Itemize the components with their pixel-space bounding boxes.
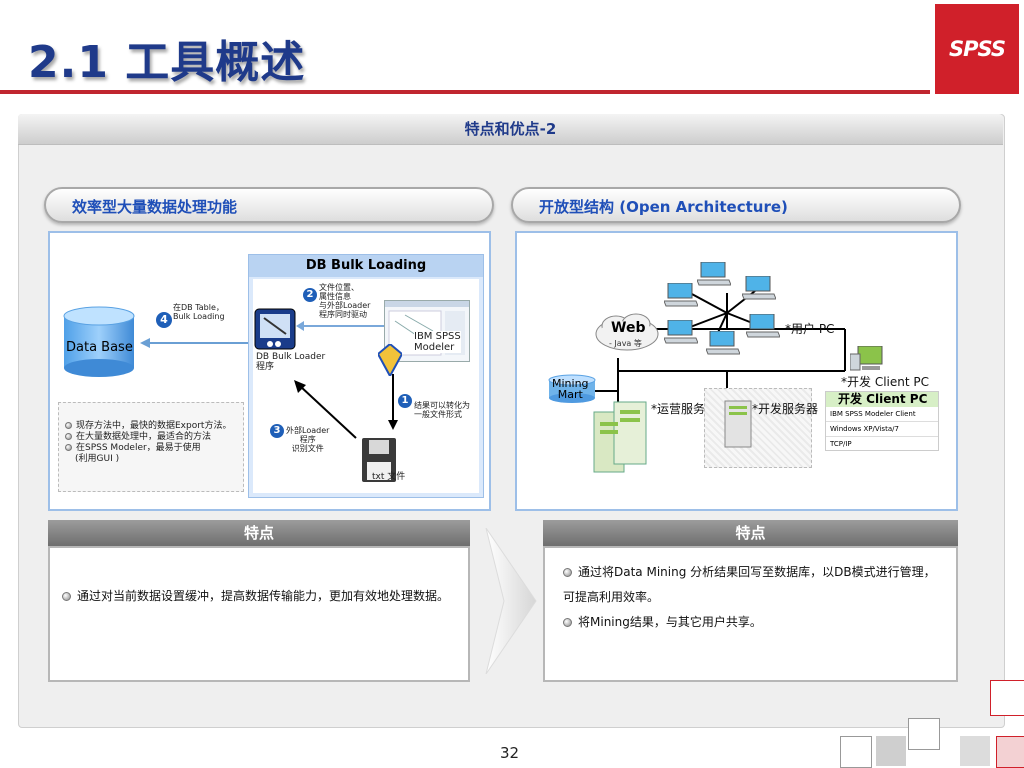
dev-client-spec-box: 开发 Client PC IBM SPSS Modeler Client Win… — [825, 391, 939, 451]
page-number: 32 — [500, 744, 520, 762]
decor-square — [908, 718, 940, 750]
decor-square — [990, 680, 1024, 716]
txt-file-disk-icon — [362, 438, 396, 482]
bulk-loader-icon — [254, 308, 296, 350]
decor-square — [996, 736, 1024, 768]
mining-mart-icon — [548, 374, 596, 404]
arrow-modeler-to-txt — [386, 374, 400, 430]
user-pc-label: *用户 PC — [785, 322, 835, 336]
step-2-label: 文件位置、 属性信息 与外部Loader 程序同时驱动 — [319, 283, 371, 319]
bullet-text: 将Mining结果，与其它用户共享。 — [578, 615, 762, 629]
mining-mart-label: Mining Mart — [552, 377, 589, 401]
step-1-label: 结果可以转化为 一般文件形式 — [414, 401, 470, 419]
modeler-label: IBM SPSS Modeler — [414, 331, 461, 353]
laptop-icon — [663, 282, 699, 311]
note-text: 在大量数据处理中，最适合的方法 — [76, 432, 212, 442]
decor-square — [960, 736, 990, 766]
bullet-text: 通过对当前数据设置缓冲，提高数据传输能力，更加有效地处理数据。 — [77, 589, 450, 603]
notes-box: 现存方法中，最快的数据Export方法。 在大量数据处理中，最适合的方法 在SP… — [58, 402, 244, 492]
web-sub-label: - Java 等 — [609, 339, 642, 348]
db-bulk-loading-title: DB Bulk Loading — [249, 255, 483, 277]
dev-client-pc-label: *开发 Client PC — [841, 375, 929, 389]
step-4-label: 在DB Table， Bulk Loading — [173, 303, 225, 321]
right-feature-bullet: 将Mining结果，与其它用户共享。 — [563, 610, 946, 635]
laptop-icon — [696, 261, 732, 290]
ops-server-icon — [586, 398, 652, 476]
arrow-txt-to-loader — [292, 380, 358, 440]
right-feature-bullet: 通过将Data Mining 分析结果回写至数据库，以DB模式进行管理，可提高利… — [563, 560, 946, 610]
arrow-modeler-to-loader — [296, 318, 386, 334]
dev-client-pc-icon — [849, 345, 886, 376]
right-feature-body: 通过将Data Mining 分析结果回写至数据库，以DB模式进行管理，可提高利… — [543, 546, 958, 682]
note-text: 在SPSS Modeler，最易于使用 — [76, 443, 201, 453]
title-rule — [0, 90, 930, 94]
web-cloud-icon — [594, 312, 660, 352]
bullet-text: 通过将Data Mining 分析结果回写至数据库，以DB模式进行管理，可提高利… — [563, 565, 936, 604]
dev-client-spec-row: IBM SPSS Modeler Client — [826, 407, 938, 422]
left-feature-bullet: 通过对当前数据设置缓冲，提高数据传输能力，更加有效地处理数据。 — [62, 584, 456, 609]
spss-logo: SPSS — [935, 4, 1019, 94]
right-section-title: 开放型结构 (Open Architecture) — [511, 187, 961, 223]
main-header: 特点和优点-2 — [18, 114, 1003, 145]
web-label: Web — [611, 320, 646, 336]
bullet-dot — [563, 568, 572, 577]
right-feature-header: 特点 — [543, 520, 958, 546]
dev-client-spec-row: Windows XP/Vista/7 — [826, 422, 938, 437]
center-arrow-icon — [482, 527, 540, 675]
note-text: 现存方法中，最快的数据Export方法。 — [76, 421, 232, 431]
note-item: 在SPSS Modeler，最易于使用 — [65, 443, 237, 454]
step-4-badge: 4 — [156, 312, 172, 328]
left-section-title: 效率型大量数据处理功能 — [44, 187, 494, 223]
decor-square — [840, 736, 872, 768]
dev-server-label: *开发服务器 — [752, 402, 819, 416]
dev-server-area — [704, 388, 812, 468]
note-item: 现存方法中，最快的数据Export方法。 — [65, 421, 237, 432]
step-1-badge: 1 — [398, 394, 412, 408]
left-feature-header: 特点 — [48, 520, 470, 546]
bullet-dot — [563, 618, 572, 627]
decor-square — [876, 736, 906, 766]
logo-text: SPSS — [948, 37, 1006, 61]
laptop-icon — [705, 330, 741, 359]
laptop-icon — [745, 313, 781, 342]
dev-client-spec-row: TCP/IP — [830, 440, 852, 448]
dev-client-spec-title: 开发 Client PC — [826, 392, 938, 407]
dev-server-icon — [724, 400, 752, 448]
txt-file-label: txt 文件 — [372, 472, 406, 482]
laptop-icon — [663, 319, 699, 348]
arrow-to-database — [140, 334, 252, 348]
left-feature-body: 通过对当前数据设置缓冲，提高数据传输能力，更加有效地处理数据。 — [48, 546, 470, 682]
database-label: Data Base — [66, 340, 133, 355]
note-item: (利用GUI ) — [75, 454, 120, 464]
laptop-icon — [741, 275, 777, 304]
ops-server-label: *运营服务器 — [651, 402, 718, 416]
step-3-label: 外部Loader 程序 识别文件 — [286, 426, 330, 453]
network-lines — [515, 231, 958, 511]
database-cylinder-icon — [62, 306, 136, 378]
step-2-badge: 2 — [303, 288, 317, 302]
bullet-dot — [62, 592, 71, 601]
modeler-gem-icon — [376, 342, 404, 379]
step-3-badge: 3 — [270, 424, 284, 438]
slide-title: 2.1 工具概述 — [28, 37, 306, 88]
note-item: 在大量数据处理中，最适合的方法 — [65, 432, 237, 443]
bulk-loader-label: DB Bulk Loader 程序 — [256, 352, 326, 372]
